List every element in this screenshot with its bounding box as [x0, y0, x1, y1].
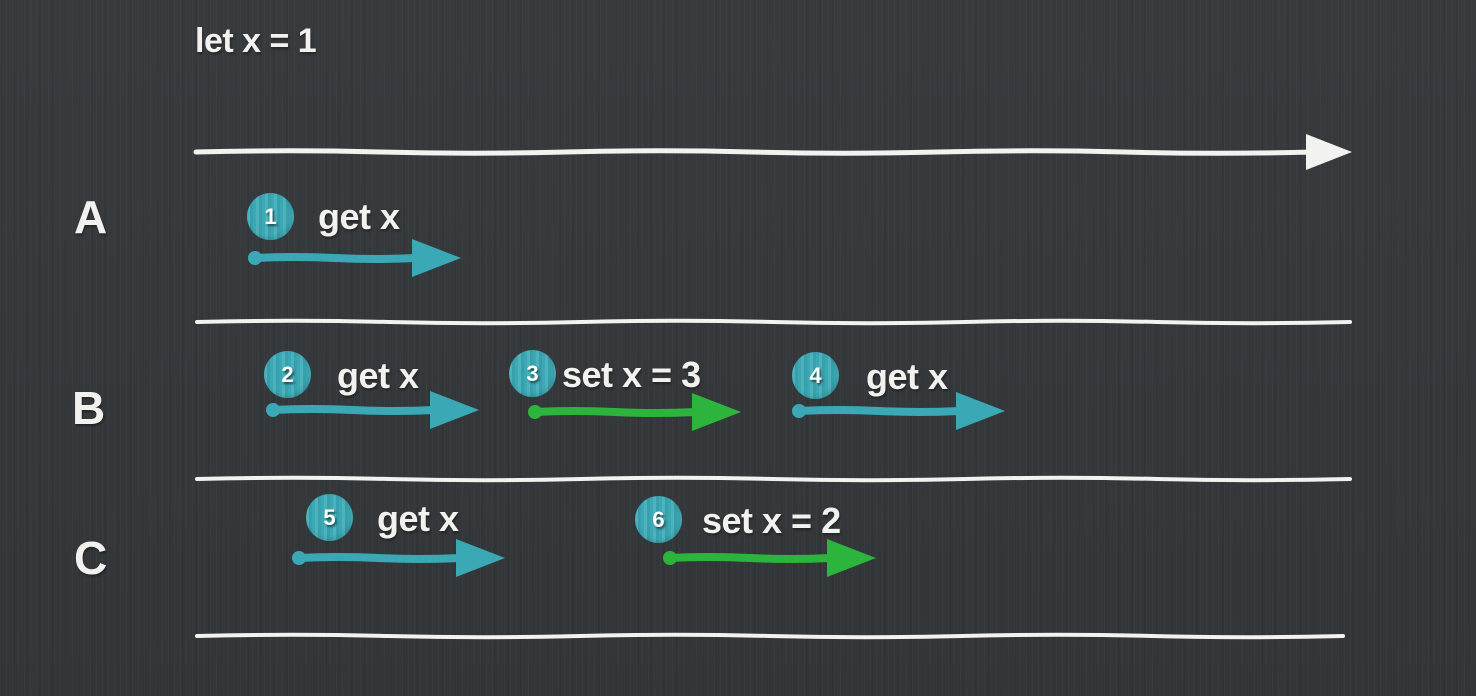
event-number: 2 — [281, 361, 294, 387]
lane-divider-line — [195, 632, 1345, 640]
event-number: 6 — [652, 506, 665, 532]
get-arrow-icon — [266, 391, 479, 429]
lane-divider-line — [195, 475, 1352, 483]
get-arrow-icon — [792, 392, 1005, 430]
set-arrow-icon — [663, 539, 876, 577]
event-badge-6: 6 — [635, 496, 682, 543]
event-number: 4 — [809, 362, 822, 388]
set-arrow-icon — [528, 393, 741, 431]
thread-label-B: B — [72, 382, 106, 434]
event-badge-5: 5 — [306, 494, 353, 541]
event-label-get-x: get x — [318, 196, 400, 237]
thread-label-A: A — [74, 191, 108, 243]
event-label-set-x-2: set x = 2 — [702, 500, 841, 541]
event-badge-2: 2 — [264, 351, 311, 398]
event-number: 5 — [323, 504, 336, 530]
event-badge-3: 3 — [509, 350, 556, 397]
event-number: 1 — [264, 203, 277, 229]
event-badge-1: 1 — [247, 193, 294, 240]
get-arrow-icon — [292, 539, 505, 577]
event-label-get-x: get x — [377, 498, 459, 539]
timeline-arrow-icon — [193, 134, 1352, 170]
initial-state-label: let x = 1 — [195, 22, 317, 60]
event-badge-4: 4 — [792, 352, 839, 399]
event-label-get-x: get x — [866, 356, 948, 397]
event-number: 3 — [526, 360, 539, 386]
event-label-get-x: get x — [337, 355, 419, 396]
event-label-set-x-3: set x = 3 — [562, 354, 701, 395]
thread-label-C: C — [74, 532, 108, 584]
lane-divider-line — [195, 318, 1352, 326]
get-arrow-icon — [248, 239, 461, 277]
